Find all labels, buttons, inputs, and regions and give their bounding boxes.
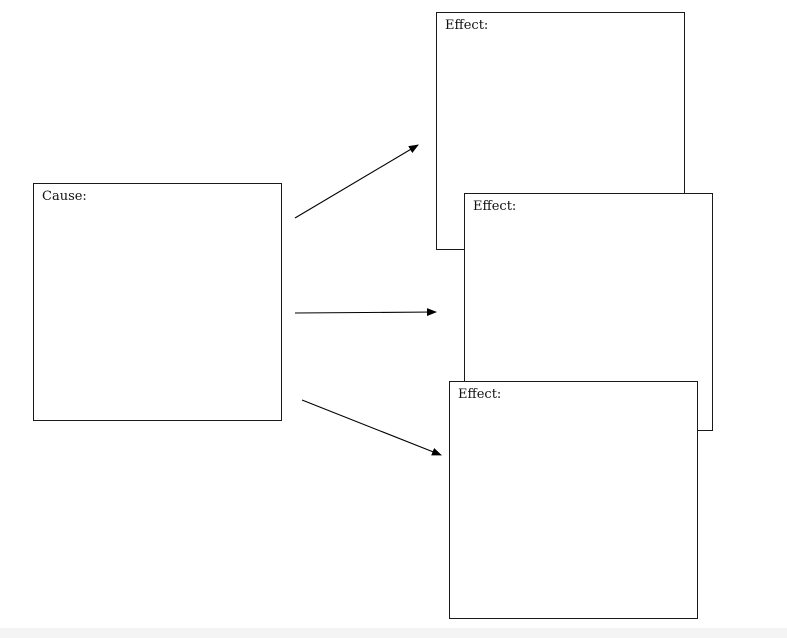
arrow-to-effect-1 [294,144,419,219]
effect-label-2: Effect: [473,199,517,214]
arrow-to-effect-2 [294,308,437,317]
cause-label: Cause: [42,189,87,204]
cause-box: Cause: [33,183,282,421]
effect-label-3: Effect: [458,387,502,402]
arrow-to-effect-3 [301,399,442,456]
page-bottom-strip [0,628,787,638]
effect-label-1: Effect: [445,18,489,33]
effect-box-3: Effect: [449,381,698,619]
